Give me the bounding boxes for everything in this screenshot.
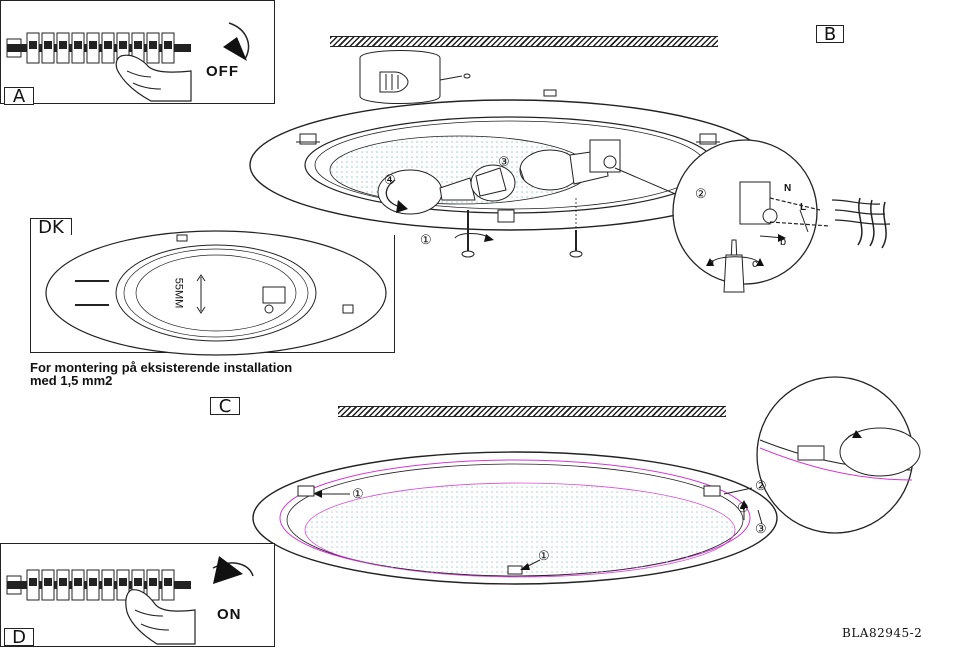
- c-step-1a: ①: [352, 486, 364, 501]
- plate-clip-left: [296, 133, 320, 145]
- breaker-toggle: [119, 41, 127, 49]
- document-code: BLA82945-2: [842, 626, 923, 640]
- arrow-icon: [223, 22, 250, 61]
- c-step-4: ④: [737, 500, 749, 515]
- circuit-breaker-icon: [6, 22, 250, 102]
- wire-label-l: L: [800, 202, 807, 213]
- c-step-1b: ①: [538, 548, 550, 563]
- step-marker-2: ②: [695, 186, 707, 201]
- screw-icon: [75, 280, 109, 306]
- dk-caption-line1: For montering på eksisterende installati…: [30, 360, 293, 375]
- breaker-toggle: [134, 41, 142, 49]
- step-marker-1: ①: [420, 232, 432, 247]
- breaker-toggle: [134, 578, 142, 586]
- arrow-icon: [212, 556, 254, 584]
- tool-label-b: b: [780, 236, 787, 248]
- lamp-bulb-icon: [377, 149, 609, 215]
- breaker-toggle: [149, 41, 157, 49]
- label-b: B: [816, 25, 844, 44]
- breaker-toggle: [164, 578, 172, 586]
- wire-icon: [831, 197, 891, 249]
- screwdriver-icon: [706, 239, 764, 293]
- hand-icon: [125, 589, 196, 645]
- breaker-toggle: [164, 41, 172, 49]
- breaker-toggle: [44, 578, 52, 586]
- breaker-toggle: [89, 578, 97, 586]
- on-label: ON: [217, 606, 242, 623]
- breaker-toggle: [89, 41, 97, 49]
- screw-icon: [461, 198, 583, 258]
- breaker-toggle: [59, 578, 67, 586]
- ceiling-hatch-c: [338, 406, 726, 417]
- label-d: D: [4, 628, 34, 647]
- breaker-toggle: [74, 578, 82, 586]
- breaker-toggle: [104, 41, 112, 49]
- wire-label-n: N: [784, 183, 792, 194]
- tool-label-c: c: [752, 258, 758, 270]
- dk-caption-line2: med 1,5 mm2: [30, 373, 113, 388]
- circuit-breaker-icon: [6, 556, 254, 645]
- panel-a: OFF: [0, 0, 275, 104]
- label-c: C: [210, 397, 240, 416]
- breaker-toggle: [74, 41, 82, 49]
- breaker-toggle: [119, 578, 127, 586]
- mounting-diagram: [249, 50, 891, 293]
- step-marker-4: ④: [384, 172, 396, 187]
- c-step-3: ③: [755, 521, 767, 536]
- wall-plug-icon: [359, 50, 463, 104]
- step-marker-3: ③: [498, 154, 510, 169]
- breaker-toggle: [149, 578, 157, 586]
- label-dk: DK: [30, 218, 72, 237]
- breaker-toggle: [29, 41, 37, 49]
- breaker-toggle: [29, 578, 37, 586]
- label-a: A: [4, 87, 34, 106]
- c-step-2: ②: [755, 478, 767, 493]
- panel-dk: 55MM: [30, 230, 395, 356]
- breaker-toggle: [44, 41, 52, 49]
- panel-d: ON: [0, 543, 275, 647]
- tool-label-a: a: [708, 257, 715, 269]
- breaker-toggle: [59, 41, 67, 49]
- plate-clip-bottom: [497, 209, 515, 223]
- ceiling-hatch: [330, 36, 718, 47]
- hand-icon: [115, 54, 192, 102]
- breaker-toggle: [104, 578, 112, 586]
- plate-clip-right: [696, 133, 720, 145]
- off-label: OFF: [206, 63, 239, 80]
